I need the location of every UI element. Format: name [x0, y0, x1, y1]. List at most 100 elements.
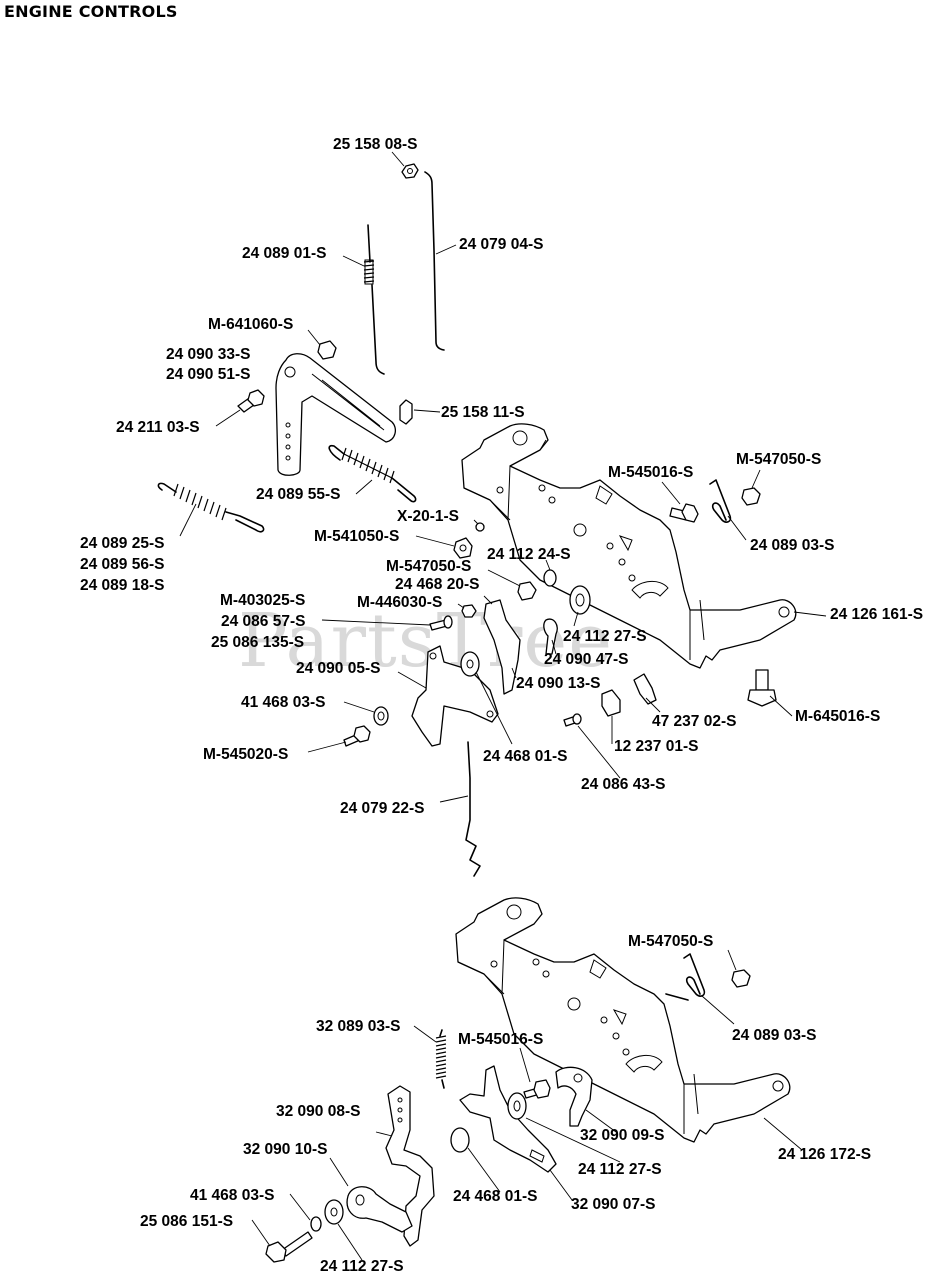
part-clamp-12237: [601, 689, 621, 717]
part-main-bracket-bottom: [455, 897, 791, 1143]
part-clip-25158: [399, 399, 413, 425]
part-rod-24079-22: [465, 741, 481, 877]
label-24089-25: 24 089 25-S: [80, 535, 165, 552]
part-nut-m547050-a: [741, 487, 761, 506]
part-spring-25: [157, 482, 265, 533]
label-24211-03: 24 211 03-S: [116, 419, 200, 436]
label-m545016-top: M-545016-S: [608, 464, 694, 481]
label-24112-27-top: 24 112 27-S: [563, 628, 647, 645]
part-main-bracket-top: [461, 423, 797, 669]
part-bolt-m645016: [747, 669, 777, 707]
part-spring-03-top: [709, 479, 732, 523]
part-nut-m641060: [317, 340, 337, 360]
label-24112-24: 24 112 24-S: [487, 546, 571, 563]
part-washer-24112-27: [569, 585, 591, 615]
part-plate-32090-07: [459, 1065, 557, 1173]
label-32090-07: 32 090 07-S: [571, 1196, 656, 1213]
part-washer-41468-03: [373, 706, 389, 726]
label-24079-04: 24 079 04-S: [459, 236, 544, 253]
label-12237-01: 12 237 01-S: [614, 738, 699, 755]
part-spring-32089: [435, 1029, 447, 1089]
label-24090-47: 24 090 47-S: [544, 651, 629, 668]
label-24089-18: 24 089 18-S: [80, 577, 165, 594]
part-screw-24086-43: [563, 713, 582, 727]
label-24090-33: 24 090 33-S: [166, 346, 251, 363]
part-lever-32090-08: [385, 1085, 435, 1247]
part-washer-41468-03-b: [310, 1216, 322, 1232]
label-25086-151: 25 086 151-S: [140, 1213, 234, 1230]
label-m403025: M-403025-S: [220, 592, 306, 609]
part-nut-top: [401, 163, 419, 179]
label-41468-03-top: 41 468 03-S: [241, 694, 326, 711]
label-24086-43: 24 086 43-S: [581, 776, 666, 793]
part-small-spring: [363, 259, 375, 285]
label-m541050: M-541050-S: [314, 528, 400, 545]
part-link-24090-47: [543, 618, 558, 655]
part-nut-m541050: [453, 537, 473, 559]
label-25158-08: 25 158 08-S: [333, 136, 418, 153]
label-24086-57: 24 086 57-S: [221, 613, 306, 630]
page-title: ENGINE CONTROLS: [4, 2, 178, 21]
part-clip-47237: [633, 673, 657, 705]
part-lever-upper: [275, 353, 397, 476]
part-nut-m547050-b: [517, 581, 537, 601]
label-25086-135: 25 086 135-S: [211, 634, 305, 651]
part-washer-x20: [475, 522, 485, 532]
label-m641060: M-641060-S: [208, 316, 294, 333]
label-24112-27-bottom: 24 112 27-S: [320, 1258, 404, 1275]
part-screw-24086-57: [429, 615, 453, 631]
label-m645016: M-645016-S: [795, 708, 881, 725]
label-m446030: M-446030-S: [357, 594, 443, 611]
part-plate-32090-10: [346, 1186, 413, 1233]
label-m545020: M-545020-S: [203, 746, 289, 763]
label-24126-161: 24 126 161-S: [830, 606, 924, 623]
part-spring-03-bottom: [665, 953, 706, 1001]
label-24089-03-bottom: 24 089 03-S: [732, 1027, 817, 1044]
label-24089-55: 24 089 55-S: [256, 486, 341, 503]
part-washer-24112-27-c: [324, 1199, 344, 1225]
part-bolt-m545016-top: [669, 503, 699, 523]
part-bushing-24112: [543, 569, 557, 587]
label-24468-20: 24 468 20-S: [395, 576, 480, 593]
part-bolt-24211: [237, 389, 265, 413]
label-24089-03-top: 24 089 03-S: [750, 537, 835, 554]
part-bolt-m545016-bottom: [523, 1079, 551, 1099]
label-25158-11: 25 158 11-S: [441, 404, 525, 421]
part-washer-24468-01: [460, 651, 480, 677]
part-nut-m547050-c: [731, 969, 751, 988]
label-m545016-bottom: M-545016-S: [458, 1031, 544, 1048]
label-24468-01-top: 24 468 01-S: [483, 748, 568, 765]
label-24089-56: 24 089 56-S: [80, 556, 165, 573]
label-24468-01-bottom: 24 468 01-S: [453, 1188, 538, 1205]
part-lever-24468-20: [483, 599, 521, 695]
part-nut-m446030: [461, 604, 477, 618]
label-24089-01: 24 089 01-S: [242, 245, 327, 262]
label-32089-03: 32 089 03-S: [316, 1018, 401, 1035]
part-washer-24112-27-b: [507, 1092, 527, 1120]
label-32090-08: 32 090 08-S: [276, 1103, 361, 1120]
label-41468-03-bottom: 41 468 03-S: [190, 1187, 275, 1204]
label-24090-05: 24 090 05-S: [296, 660, 381, 677]
label-m547050-a: M-547050-S: [736, 451, 822, 468]
part-bolt-25086-151: [265, 1231, 313, 1263]
part-plate-24090-05: [411, 645, 499, 747]
label-24090-51: 24 090 51-S: [166, 366, 251, 383]
label-24079-22: 24 079 22-S: [340, 800, 425, 817]
label-m547050-c: M-547050-S: [628, 933, 714, 950]
label-24126-172: 24 126 172-S: [778, 1146, 872, 1163]
part-rod-spring: [367, 224, 385, 375]
part-rod-long: [424, 171, 445, 351]
part-lever-32090-09: [555, 1066, 593, 1127]
label-x20-1: X-20-1-S: [397, 508, 460, 525]
label-24112-27-mid: 24 112 27-S: [578, 1161, 662, 1178]
label-24090-13: 24 090 13-S: [516, 675, 601, 692]
part-washer-24468-01-b: [450, 1127, 470, 1153]
label-m547050-b: M-547050-S: [386, 558, 472, 575]
label-47237-02: 47 237 02-S: [652, 713, 737, 730]
leader-lines: [179, 151, 827, 1261]
part-bolt-m545020: [343, 725, 371, 747]
label-32090-10: 32 090 10-S: [243, 1141, 328, 1158]
label-32090-09: 32 090 09-S: [580, 1127, 665, 1144]
